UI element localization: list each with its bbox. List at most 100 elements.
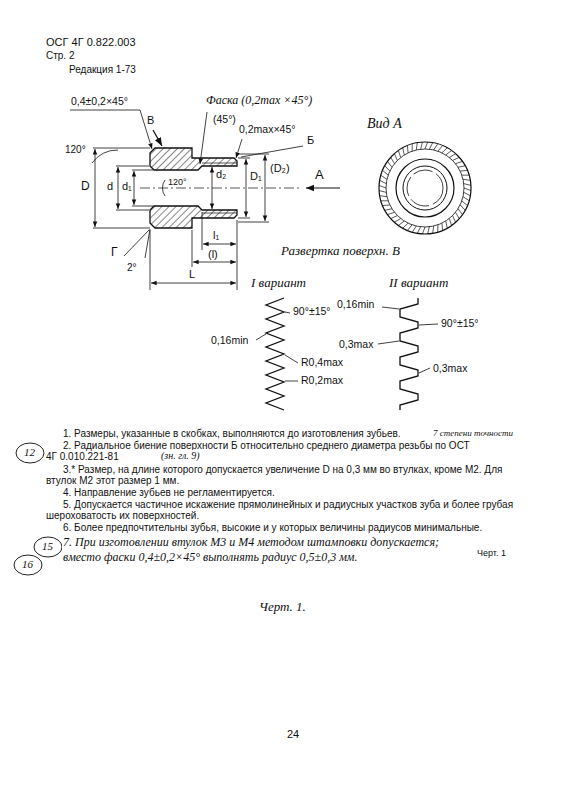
dimension-lines-stroke	[116, 166, 149, 167]
knurl-tooth	[412, 226, 416, 232]
knurl-tooth	[385, 166, 390, 171]
length-symbol: (l)	[207, 248, 219, 261]
dimension-lines-stroke	[238, 154, 269, 155]
knurl-tooth	[438, 146, 443, 152]
tooth-profile-1-stroke	[266, 298, 284, 410]
bushing-section-stroke	[150, 206, 237, 228]
knurl-tooth	[449, 218, 451, 225]
dimension-lines-stroke	[132, 170, 153, 171]
leader-lines-stroke	[153, 130, 162, 146]
callout-circles-stroke	[14, 555, 42, 575]
view-arrow-letter: A	[314, 168, 325, 183]
angle-dimension: (45°)	[212, 113, 237, 125]
view-a	[379, 142, 471, 234]
tooth-profile-1-stroke	[285, 312, 290, 313]
tooth-profile-2-stroke	[400, 298, 418, 410]
dimension-lines-stroke	[93, 148, 150, 149]
knurl-tooth	[464, 184, 471, 186]
dimension-lines-stroke	[306, 187, 340, 188]
diameter-symbol: (D₂)	[269, 162, 291, 175]
angle-dimension: 120°	[64, 144, 87, 156]
dimension-lines-stroke	[202, 212, 203, 250]
knurl-tooth	[460, 170, 467, 172]
diameter-symbol: d	[106, 180, 114, 193]
knurl-tooth	[380, 195, 387, 197]
view-a-stroke	[396, 159, 454, 217]
knurl-tooth	[381, 175, 387, 179]
knurl-tooth	[455, 212, 459, 218]
tooth-profile-2	[378, 298, 438, 410]
knurl-tooth	[441, 223, 443, 230]
knurl-tooth	[398, 150, 400, 157]
knurl-tooth	[464, 192, 471, 195]
knurl-tooth	[407, 146, 409, 153]
callout-number: 15	[41, 540, 54, 553]
page-number: Стр. 2	[45, 50, 75, 62]
revision: Редакция 1-73	[68, 64, 137, 76]
view-a-stroke	[407, 170, 443, 206]
dimension-lines-stroke	[237, 220, 238, 290]
tooth-profile-2-stroke	[382, 307, 399, 309]
handwritten-note: (зн. гл. 9)	[160, 450, 201, 462]
dimension-lines-stroke	[238, 222, 269, 223]
dimension-lines-stroke	[192, 230, 193, 267]
note: 2. Радиальное биение поверхности Б относ…	[45, 440, 477, 462]
knurl-tooth	[453, 157, 460, 160]
leader-lines	[70, 110, 303, 256]
dimension-lines-stroke	[238, 158, 250, 159]
development-title: Развертка поверхн. В	[280, 244, 401, 259]
callout-number: 12	[23, 446, 36, 459]
knurl-tooth	[412, 144, 413, 151]
knurl-tooth	[462, 175, 469, 176]
handwritten-note: 7 степени точности	[432, 428, 514, 438]
surface-letter: Г	[110, 246, 119, 260]
knurl-tooth	[387, 212, 394, 214]
leader-lines-stroke	[200, 112, 207, 164]
handwritten-note: 7. При изготовлении втулок М3 и М4 метод…	[62, 535, 464, 565]
height-dimension: 0,16min	[210, 334, 249, 346]
dimension-lines-stroke	[150, 230, 151, 290]
knurl-tooth	[453, 216, 456, 223]
knurl-tooth	[455, 161, 462, 163]
knurl-tooth	[463, 179, 470, 181]
knurl-tooth	[385, 209, 392, 211]
dimension-lines-stroke	[132, 206, 153, 207]
dimension-lines-stroke	[134, 171, 135, 205]
knurl-tooth	[394, 154, 397, 161]
view-a-stroke	[403, 166, 447, 210]
knurl-tooth	[446, 150, 452, 154]
knurl-tooth	[442, 148, 447, 153]
knurl-tooth	[422, 227, 425, 234]
knurl-tooth	[464, 188, 471, 191]
variant-title: II вариант	[388, 276, 449, 291]
knurl-tooth	[387, 161, 391, 167]
knurl-tooth	[434, 144, 438, 150]
diameter-symbol: d₂	[215, 168, 227, 181]
surface-letter: Б	[306, 134, 315, 147]
knurl-tooth	[437, 225, 438, 232]
thread-lines-stroke	[202, 163, 237, 164]
dimension-lines-stroke	[212, 167, 213, 209]
drawing-number: Черт. 1	[476, 548, 507, 558]
height-dimension: 0,16min	[336, 298, 375, 310]
diameter-symbol: D	[80, 180, 91, 194]
note: 3.* Размер, на длине которого допускаетс…	[45, 464, 517, 486]
knurl-tooth	[446, 221, 448, 228]
length-symbol: l₁	[212, 229, 220, 242]
chamfer-dimension: 0,4±0,2×45°	[70, 95, 129, 107]
dimension-lines-stroke	[238, 218, 250, 219]
knurl-tooth	[463, 197, 469, 201]
knurl-tooth	[379, 191, 386, 193]
knurl-tooth	[458, 166, 465, 168]
dimension-lines-stroke	[116, 210, 149, 211]
view-a-stroke	[386, 149, 464, 227]
flat-dimension: 0,3max	[432, 362, 468, 374]
tooth-profile-2-stroke	[419, 324, 438, 325]
knurl-teeth	[379, 142, 471, 234]
leader-lines-stroke	[241, 146, 303, 157]
angle-dimension: 120°	[167, 177, 188, 187]
knurl-tooth	[429, 143, 432, 150]
dimension-lines-stroke	[203, 244, 236, 245]
